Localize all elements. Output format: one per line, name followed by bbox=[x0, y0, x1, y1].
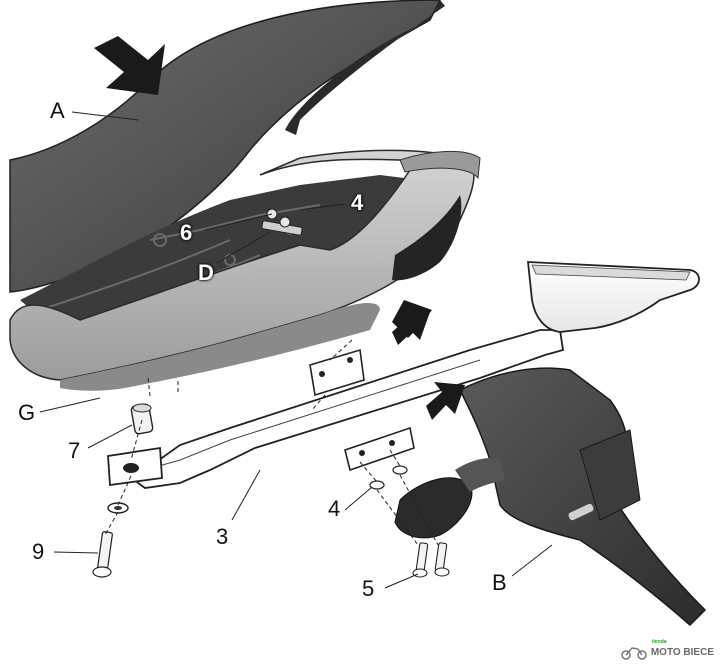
label-3: 3 bbox=[216, 524, 229, 549]
washers-4-lower bbox=[369, 465, 408, 490]
label-D: D bbox=[198, 260, 214, 285]
indicator-lens bbox=[455, 458, 505, 492]
arrow-seat-down bbox=[94, 36, 165, 95]
indicator bbox=[394, 477, 473, 539]
arrow-rack-up-1b bbox=[392, 308, 430, 345]
label-B: B bbox=[492, 570, 507, 595]
label-4-top: 4 bbox=[351, 190, 364, 215]
tail-light bbox=[392, 195, 462, 281]
watermark-small-text: tienda bbox=[651, 639, 667, 645]
label-9: 9 bbox=[32, 539, 45, 564]
plate-bracket bbox=[579, 429, 641, 521]
rear-fender bbox=[458, 367, 707, 627]
rack-inner-line bbox=[144, 359, 481, 471]
tail-cowl bbox=[9, 149, 475, 381]
bolt-9 bbox=[92, 531, 113, 578]
seat-edge bbox=[285, 0, 445, 135]
washer-lower-left bbox=[107, 502, 129, 514]
spacer-7 bbox=[130, 403, 154, 435]
topbox-plate bbox=[526, 261, 700, 333]
subframe-interior bbox=[20, 175, 420, 335]
arrow-rack-up-2 bbox=[426, 382, 465, 420]
label-6: 6 bbox=[180, 220, 193, 245]
label-7: 7 bbox=[68, 438, 81, 463]
bolts-5 bbox=[412, 542, 450, 578]
rack-front-hole bbox=[123, 463, 139, 473]
motorcycle-logo-icon bbox=[621, 647, 647, 660]
plate-slot bbox=[568, 503, 594, 521]
label-G: G bbox=[18, 400, 36, 425]
watermark-text: MOTO BIECE bbox=[650, 646, 714, 658]
rack-lower-bracket bbox=[344, 426, 415, 472]
label-5: 5 bbox=[362, 576, 375, 601]
leader-lines bbox=[39, 111, 553, 589]
label-A: A bbox=[50, 98, 65, 123]
tail-cowl-shadow bbox=[60, 303, 380, 391]
label-4-bottom: 4 bbox=[328, 496, 341, 521]
grab-handle bbox=[399, 151, 481, 180]
watermark-logo: tienda MOTO BIECE bbox=[620, 639, 714, 660]
assembly-lines bbox=[104, 339, 439, 546]
topbox-plate-rim bbox=[531, 264, 691, 281]
